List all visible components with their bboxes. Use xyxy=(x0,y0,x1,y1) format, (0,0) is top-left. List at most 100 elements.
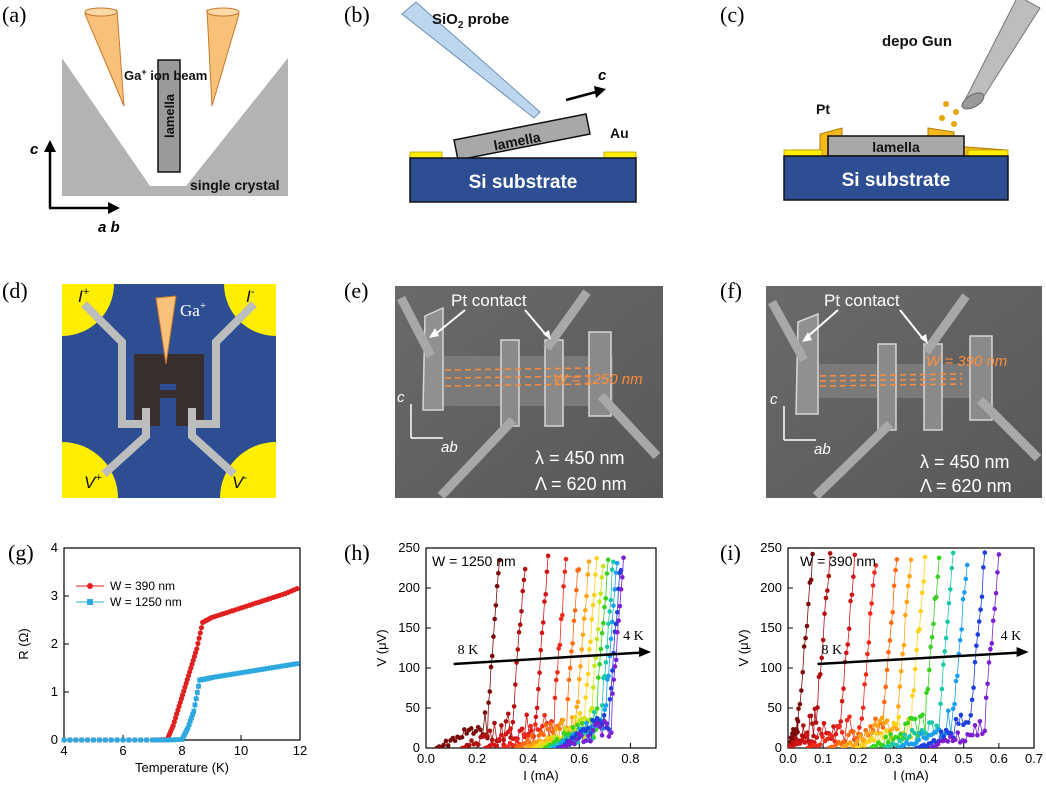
vi-point xyxy=(608,636,614,642)
vi-point xyxy=(801,723,806,728)
sem-axis-c-label-f: c xyxy=(770,391,778,408)
vi-point xyxy=(537,670,542,676)
vi-point xyxy=(815,705,820,710)
vi-point xyxy=(441,742,446,748)
lamella-flat-label: lamella xyxy=(872,139,920,155)
vi-point xyxy=(848,598,853,604)
data-point xyxy=(144,737,149,743)
lamella-tilted xyxy=(453,113,591,161)
vi-point xyxy=(926,667,932,673)
vi-point xyxy=(975,732,980,738)
vi-point xyxy=(851,729,856,734)
lead-top-left xyxy=(81,301,142,428)
vi-point xyxy=(901,642,907,648)
y-tick-label: 1 xyxy=(51,684,58,699)
vi-point xyxy=(912,716,918,722)
vi-point xyxy=(468,726,474,731)
i-minus-label: I- xyxy=(246,286,255,306)
vi-point xyxy=(917,626,922,632)
vi-point xyxy=(563,726,568,731)
vi-point xyxy=(566,677,572,683)
x-axis-label: I (mA) xyxy=(523,768,558,783)
data-point xyxy=(191,708,197,714)
vi-point xyxy=(839,698,845,704)
vi-point xyxy=(571,618,577,624)
vi-point xyxy=(918,608,924,614)
vi-point xyxy=(543,722,549,728)
au-pad-left xyxy=(409,151,443,159)
vi-point xyxy=(569,649,574,654)
vi-point xyxy=(938,701,943,707)
vi-point xyxy=(952,737,958,743)
vi-point xyxy=(897,738,903,743)
vi-point xyxy=(553,726,559,731)
y-tick-label: 200 xyxy=(760,580,782,595)
vi-point xyxy=(570,724,576,730)
vi-point xyxy=(575,699,581,705)
x-tick-label: 0.0 xyxy=(417,751,435,766)
vi-point xyxy=(608,686,614,691)
data-point xyxy=(120,737,126,743)
vi-point xyxy=(579,720,585,726)
vi-point xyxy=(553,677,559,683)
x-tick-label: 0.7 xyxy=(1025,751,1043,766)
vi-point xyxy=(920,712,925,718)
vi-point xyxy=(473,728,479,734)
vi-point xyxy=(485,734,490,739)
panel-c-schematic: depo Gun Pt lamella Si substrate xyxy=(783,0,1041,201)
y-tick-label: 0 xyxy=(775,740,782,755)
vi-point xyxy=(919,590,925,596)
data-point xyxy=(187,718,193,724)
width-dash-2 xyxy=(819,378,963,382)
sio2-probe-label: SiO2 probe xyxy=(432,11,509,31)
data-point xyxy=(189,715,194,721)
vi-point xyxy=(616,618,621,624)
vi-point xyxy=(942,649,948,654)
vi-point xyxy=(620,574,625,580)
vi-point xyxy=(866,640,872,645)
vi-point xyxy=(869,601,874,606)
data-point xyxy=(279,663,285,669)
panel-d-device: Ga+ I+ I- V+ V- xyxy=(62,284,276,498)
vi-point xyxy=(883,734,888,740)
vi-point xyxy=(621,555,626,561)
vi-point xyxy=(595,626,601,632)
vi-point xyxy=(908,557,914,563)
panel-a-schematic: lamella Ga+ ion beam single crystal c a … xyxy=(30,7,288,236)
vi-point xyxy=(452,738,458,744)
vi-point xyxy=(893,567,898,573)
vi-point xyxy=(581,616,587,621)
vi-point xyxy=(602,707,608,713)
data-point xyxy=(91,737,96,743)
vi-point xyxy=(599,575,605,580)
data-point xyxy=(67,737,73,743)
y-tick-label: 4 xyxy=(51,540,58,555)
vi-curve-line xyxy=(502,559,567,748)
x-tick-label: 0.1 xyxy=(814,751,832,766)
data-point xyxy=(195,640,201,647)
data-point xyxy=(235,670,241,676)
y-tick-label: 50 xyxy=(406,700,420,715)
vi-point xyxy=(491,634,496,639)
vi-point xyxy=(519,726,525,732)
vi-point xyxy=(612,587,618,592)
vi-point xyxy=(586,559,592,564)
vi-point xyxy=(872,570,877,575)
vi-point xyxy=(599,703,605,708)
data-point xyxy=(190,712,196,717)
vi-point xyxy=(846,626,852,632)
i-plus-label: I+ xyxy=(78,286,90,306)
vi-point xyxy=(583,607,588,613)
vi-point xyxy=(590,602,596,608)
vi-point xyxy=(516,629,522,635)
vi-point xyxy=(594,706,600,711)
vi-point xyxy=(503,719,509,724)
vi-point xyxy=(861,743,867,748)
vi-point xyxy=(578,664,583,669)
vi-point xyxy=(797,701,803,707)
legend-marker xyxy=(87,599,93,605)
vi-curves xyxy=(434,553,626,748)
panel-label-f: (f) xyxy=(720,278,742,303)
vi-point xyxy=(585,725,591,731)
si-substrate-b-label: Si substrate xyxy=(469,172,578,193)
